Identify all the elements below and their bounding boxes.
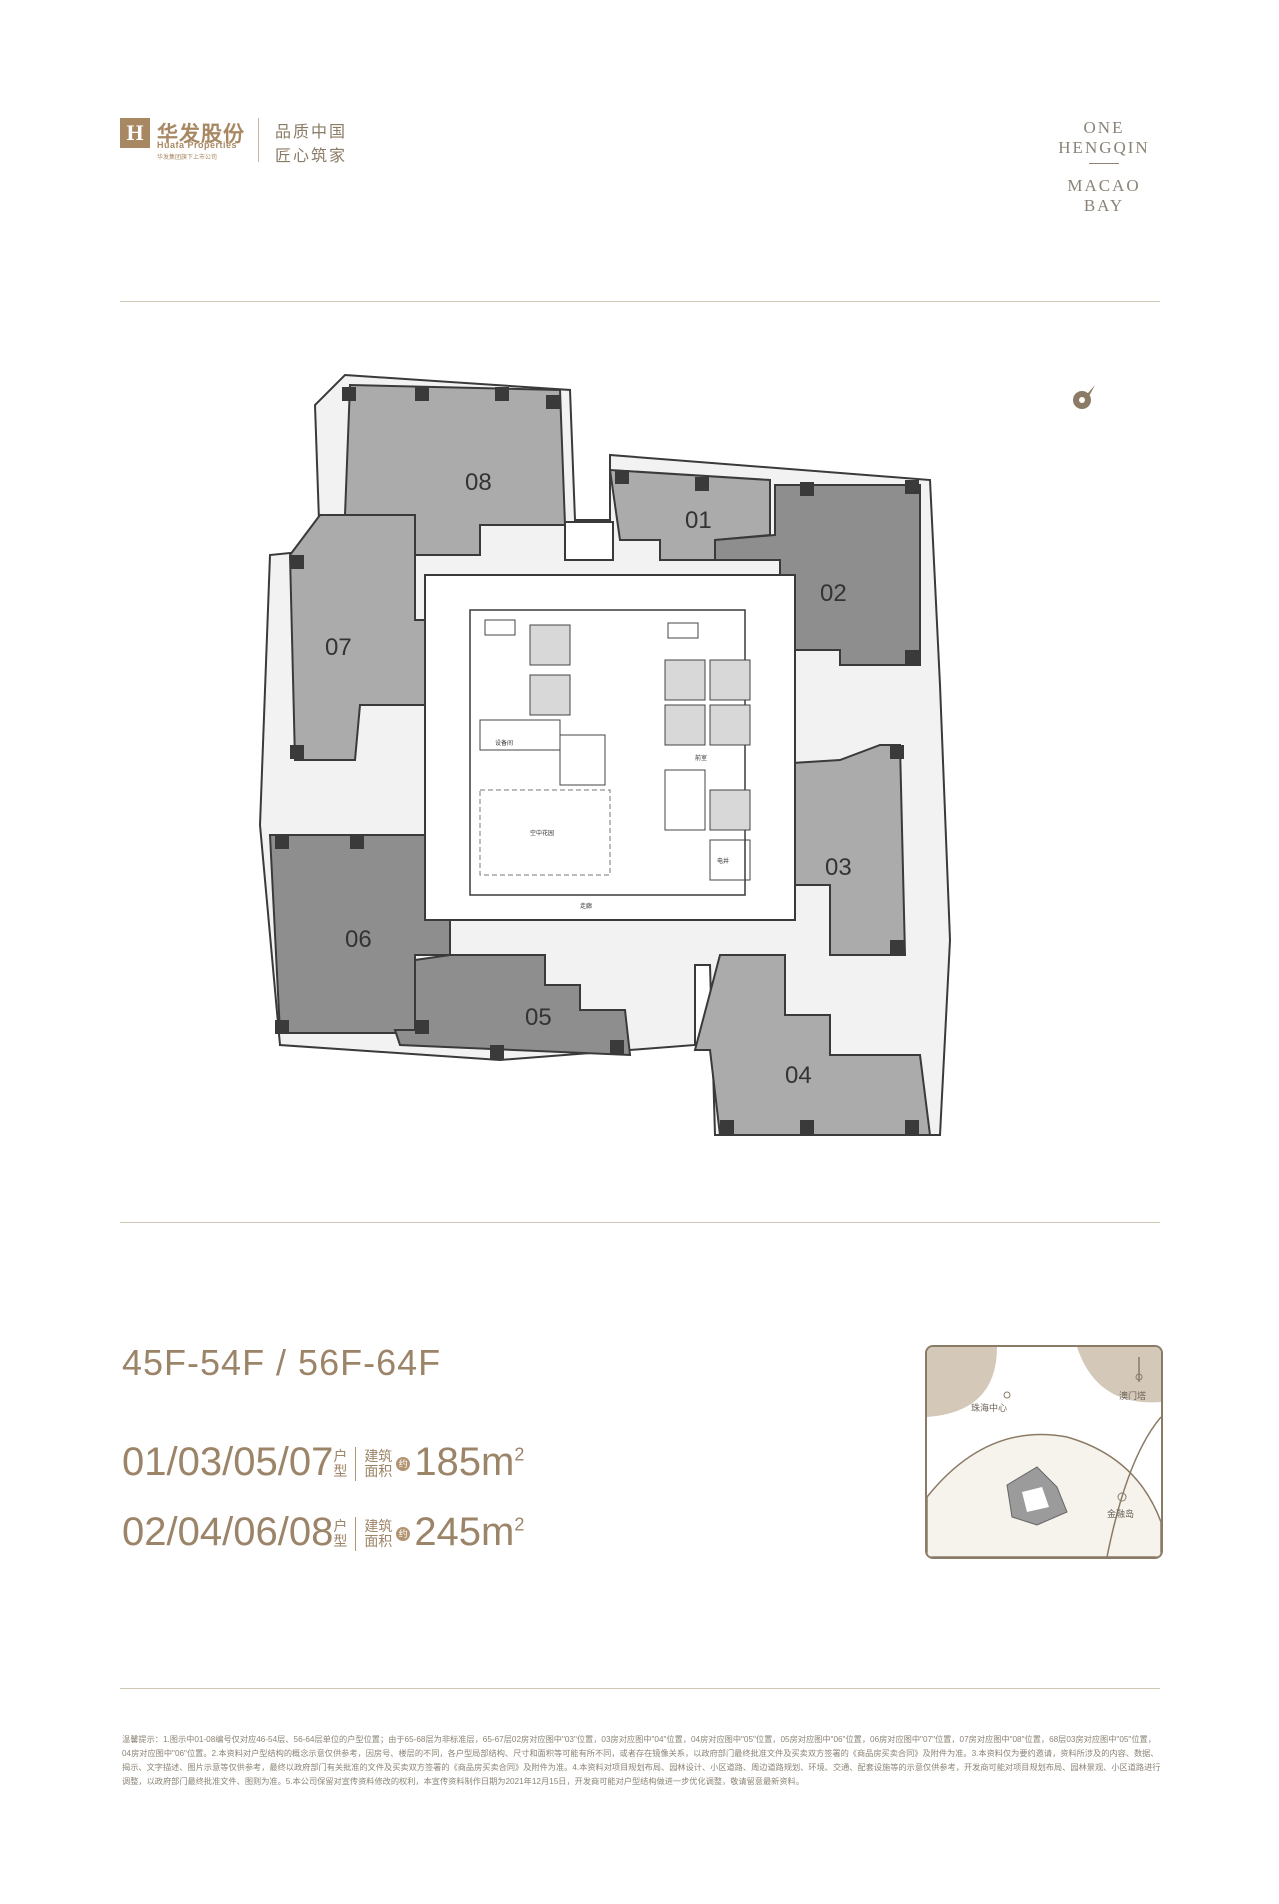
slogan-line-2: 匠心筑家 xyxy=(275,148,348,165)
area-value-row-1: 185m xyxy=(414,1440,515,1484)
project-name-line-2: HENGQIN xyxy=(1058,138,1150,157)
disclaimer-text: 温馨提示：1.图示中01-08编号仅对应46-54层、56-64层单位的户型位置… xyxy=(122,1735,1161,1786)
unit-07 xyxy=(288,514,426,761)
slogan-line-1: 品质中国 xyxy=(275,124,348,141)
unit-label-01: 01 xyxy=(685,507,712,534)
approx-badge: 约 xyxy=(396,1527,411,1542)
unit-05 xyxy=(393,954,632,1057)
key-map-island-label: 金融岛 xyxy=(1107,1509,1135,1519)
unit-04 xyxy=(693,954,932,1136)
unit-type-label: 户型 xyxy=(333,1518,348,1550)
unit-numbers-row-1: 01/03/05/07 xyxy=(122,1440,334,1484)
area-label: 建筑面积 xyxy=(364,1448,393,1480)
unit-label-02: 02 xyxy=(820,580,847,607)
project-name-divider xyxy=(1089,163,1119,164)
unit-label-03: 03 xyxy=(825,854,852,881)
floor-range: 45F-54F / 56F-64F xyxy=(122,1342,442,1383)
location-key-map: 珠海中心 澳门塔 金融岛 xyxy=(925,1345,1163,1559)
bottom-divider xyxy=(120,1688,1160,1689)
walkway-label: 走廊 xyxy=(580,902,592,910)
brand-subtitle: 华发集团旗下上市公司 xyxy=(157,155,218,161)
unit-label-07: 07 xyxy=(325,634,352,661)
floor-plan: .w { fill:#ffffff; stroke:#3a3a3a; strok… xyxy=(258,373,952,1136)
unit-label-08: 08 xyxy=(465,469,492,496)
equip-room-label: 设备间 xyxy=(495,739,513,747)
front-room-label: 前室 xyxy=(695,754,707,762)
area-value-row-2: 245m xyxy=(414,1510,515,1554)
unit-label-04: 04 xyxy=(785,1062,812,1089)
sky-garden-label: 空中花园 xyxy=(530,829,554,837)
unit-label-06: 06 xyxy=(345,926,372,953)
brand-logo-icon: H xyxy=(120,118,150,148)
approx-badge: 约 xyxy=(396,1457,411,1472)
project-name-line-4: BAY xyxy=(1083,196,1125,215)
electric-shaft-label: 电井 xyxy=(717,857,729,865)
key-map-drawing xyxy=(927,1347,1161,1557)
unit-numbers-row-2: 02/04/06/08 xyxy=(122,1510,334,1554)
brand-name: 华发股份 xyxy=(157,123,245,146)
unit-label-05: 05 xyxy=(525,1004,552,1031)
brand-name-en: Huafa Properties xyxy=(157,140,238,150)
project-name-line-1: ONE xyxy=(1083,118,1125,137)
key-map-center-label: 珠海中心 xyxy=(971,1403,1008,1413)
key-map-macau-label: 澳门塔 xyxy=(1119,1391,1147,1401)
project-name-line-3: MACAO xyxy=(1067,176,1141,195)
unit-type-label: 户型 xyxy=(333,1448,348,1480)
top-divider xyxy=(120,301,1160,302)
header-divider xyxy=(258,118,259,162)
middle-divider xyxy=(120,1222,1160,1223)
north-compass-icon xyxy=(1073,385,1095,409)
area-label: 建筑面积 xyxy=(364,1518,393,1550)
